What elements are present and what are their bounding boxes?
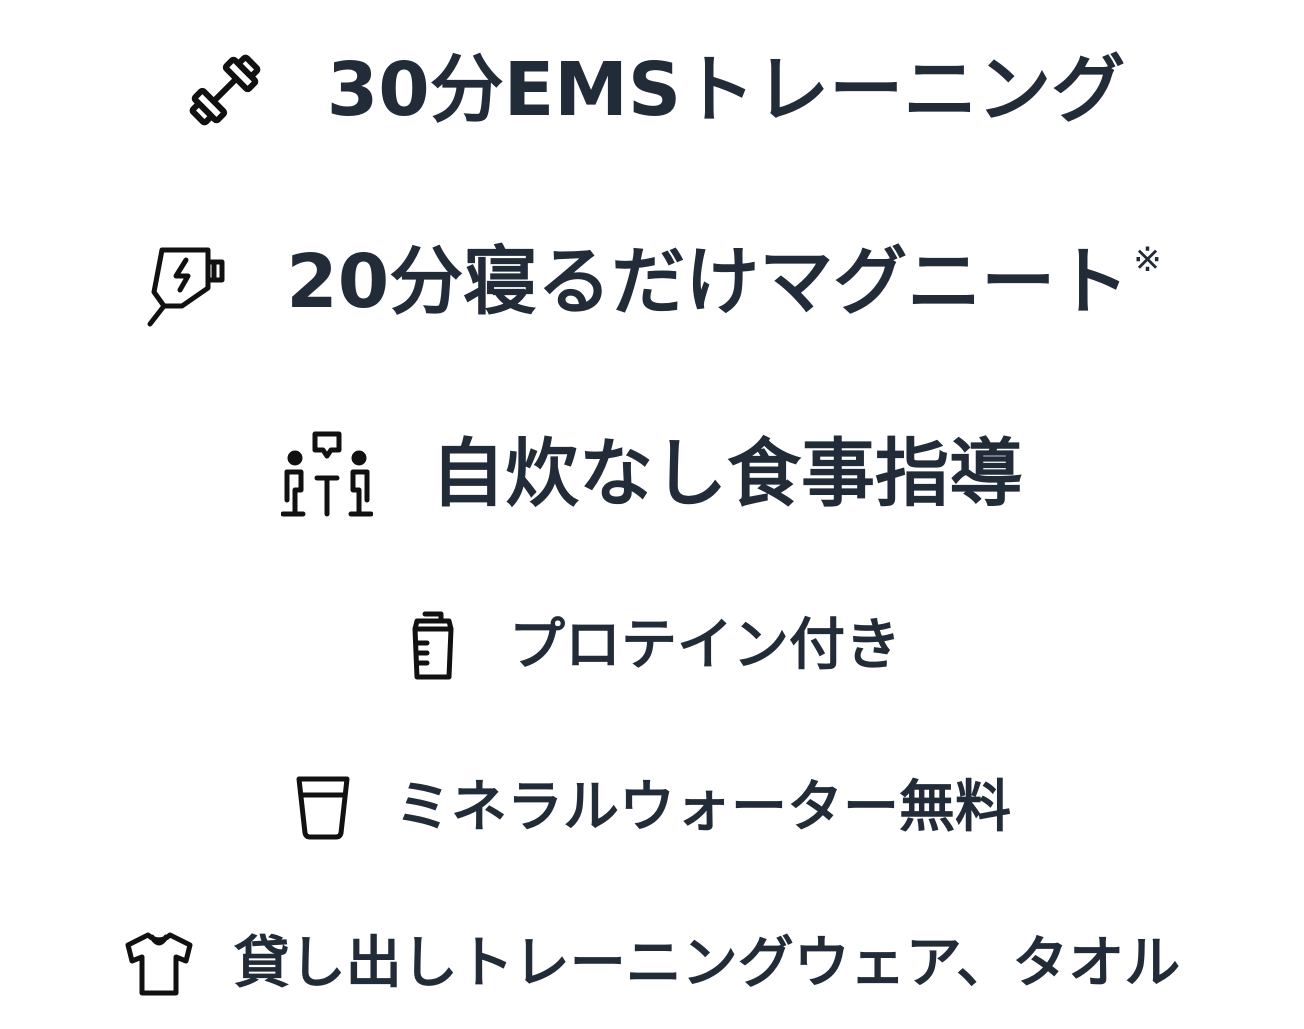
- feature-label: 貸し出しトレーニングウェア、タオル: [233, 931, 1181, 996]
- feature-label: 30分EMSトレーニング: [326, 47, 1126, 133]
- feature-label: ミネラルウォーター無料: [395, 775, 1011, 840]
- meal-consultation-icon: [281, 428, 373, 520]
- feature-item-rental-wear: 貸し出しトレーニングウェア、タオル: [0, 922, 1304, 1006]
- feature-item-ems-training: 30分EMSトレーニング: [0, 40, 1304, 140]
- water-glass-icon: [293, 775, 353, 841]
- magnet-device-icon: [142, 236, 234, 328]
- feature-item-protein: プロテイン付き: [0, 604, 1304, 688]
- feature-label: プロテイン付き: [509, 613, 901, 678]
- feature-item-diet-guidance: 自炊なし食事指導: [0, 424, 1304, 524]
- feature-label: 20分寝るだけマグニート※: [286, 243, 1161, 319]
- feature-item-mineral-water: ミネラルウォーター無料: [0, 766, 1304, 850]
- feature-item-magneat: 20分寝るだけマグニート※: [0, 232, 1304, 332]
- feature-label-text: 20分寝るだけマグニート: [286, 239, 1130, 325]
- feature-label: 自炊なし食事指導: [431, 431, 1023, 517]
- dumbbell-icon: [179, 44, 271, 136]
- protein-shaker-icon: [403, 611, 463, 681]
- t-shirt-icon: [124, 931, 194, 997]
- footnote-mark: ※: [1133, 240, 1162, 281]
